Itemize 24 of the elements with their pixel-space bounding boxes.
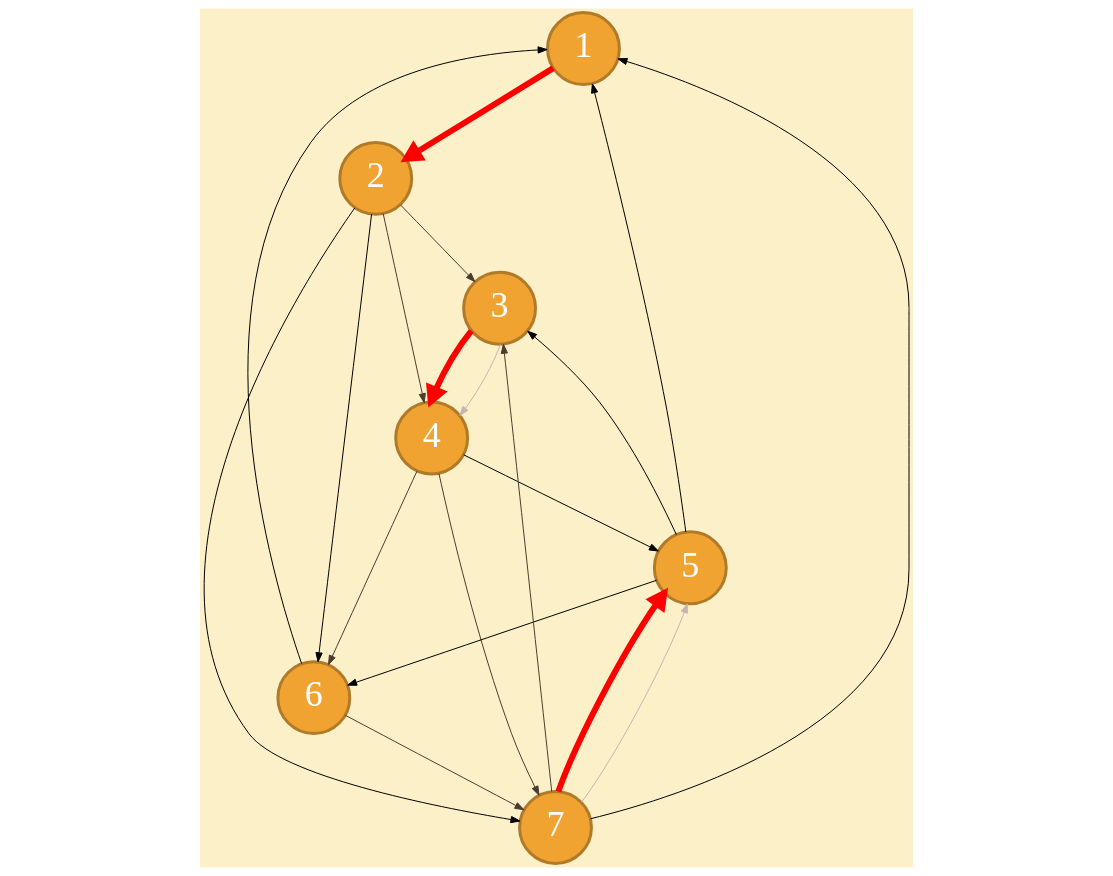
arrow [400, 204, 476, 283]
arrow [344, 714, 525, 811]
arrow [426, 329, 474, 408]
arrow [400, 65, 555, 163]
arrow [463, 454, 659, 552]
node-circle: 1 [546, 11, 621, 86]
arrow [315, 213, 373, 663]
arrow [247, 46, 548, 665]
arrow [527, 330, 677, 536]
arrow [459, 343, 501, 416]
arrow [555, 587, 669, 793]
arrow [438, 473, 540, 796]
arrow [580, 603, 688, 803]
arrow [382, 213, 426, 404]
arrow [500, 343, 553, 793]
arrow [347, 579, 658, 686]
arrow [203, 207, 521, 824]
node-circle: 6 [276, 660, 352, 736]
node-circle: 7 [518, 790, 593, 865]
arrow [328, 470, 418, 666]
node-circle: 5 [652, 530, 728, 606]
arrow [590, 57, 910, 820]
node-circle: 2 [338, 140, 414, 216]
arrow [591, 83, 687, 533]
